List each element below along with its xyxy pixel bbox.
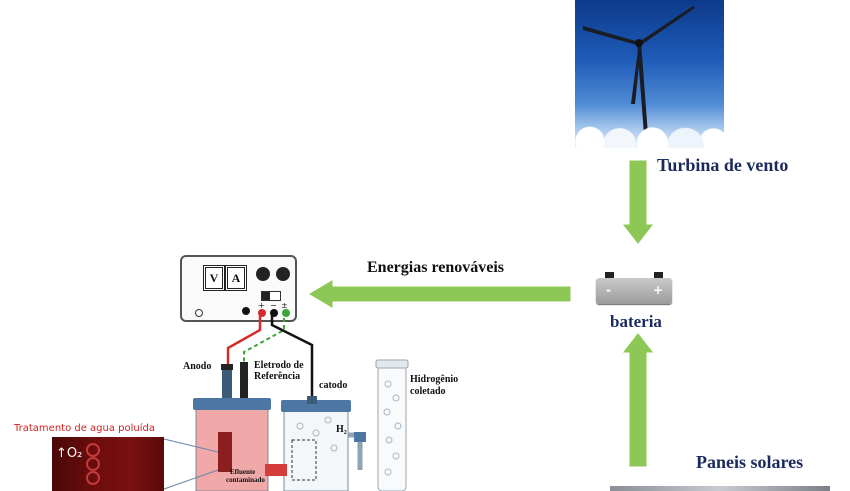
renewable-energy-label: Energias renováveis xyxy=(367,259,505,276)
battery-terminal-negative xyxy=(605,272,614,278)
arrow-up-from-solar xyxy=(622,333,654,467)
effluent-label-line1: Efluente xyxy=(230,468,256,476)
red-wire xyxy=(226,311,262,368)
o2-label: ↑O₂ xyxy=(56,446,83,461)
solar-panels-label: Paneis solares xyxy=(696,452,804,472)
arrow-down-to-battery xyxy=(622,160,654,244)
battery-plus-sign: + xyxy=(653,283,664,297)
clouds xyxy=(575,114,724,148)
bubble-icon xyxy=(86,457,100,471)
wind-turbine-photo xyxy=(575,0,724,148)
psu-minus-sign: − xyxy=(270,301,277,310)
ref-electrode-label-line1: Eletrodo de xyxy=(254,360,304,371)
knob-left-icon xyxy=(256,267,270,281)
ammeter: A xyxy=(225,265,247,291)
psu-plus-sign: + xyxy=(258,301,265,310)
bubble-icon xyxy=(86,471,100,485)
voltmeter: V xyxy=(203,265,225,291)
green-dashed-wire xyxy=(243,311,285,362)
battery-terminal-positive xyxy=(654,272,663,278)
effluent-label-line2: contaminado xyxy=(226,476,265,484)
ref-electrode-label-line2: Referência xyxy=(254,371,301,382)
hydrogen-label-line2: coletado xyxy=(410,386,446,397)
knob-right-icon xyxy=(276,267,290,281)
h2-label: H₂ xyxy=(336,424,347,435)
jack-black2-icon xyxy=(270,309,278,317)
wind-turbine-label: Turbina de vento xyxy=(657,155,789,175)
jack-green-icon xyxy=(282,309,290,317)
battery-label: bateria xyxy=(610,312,662,331)
solar-panels-photo xyxy=(610,486,830,491)
battery-minus-sign: - xyxy=(606,283,611,297)
jack-aux-icon xyxy=(195,309,203,317)
battery-icon: - + xyxy=(596,272,672,304)
power-switch xyxy=(261,291,281,301)
turbine-silhouette-icon xyxy=(583,6,695,148)
bubble-icon xyxy=(86,443,100,457)
hydrogen-label-line1: Hidrogênio xyxy=(410,374,459,385)
polluted-water-photo: ↑O₂ xyxy=(52,437,164,491)
power-supply-icon: V A + − ± xyxy=(180,255,297,322)
anode-label: Anodo xyxy=(183,361,212,372)
psu-ground-sign: ± xyxy=(281,301,288,310)
black-wire xyxy=(270,311,314,398)
water-treatment-caption: Tratamento de agua poluída xyxy=(14,423,156,434)
cathode-label: catodo xyxy=(319,380,348,391)
arrow-left-to-supply xyxy=(309,280,571,308)
jack-black-icon xyxy=(242,307,250,315)
jack-red-icon xyxy=(258,309,266,317)
